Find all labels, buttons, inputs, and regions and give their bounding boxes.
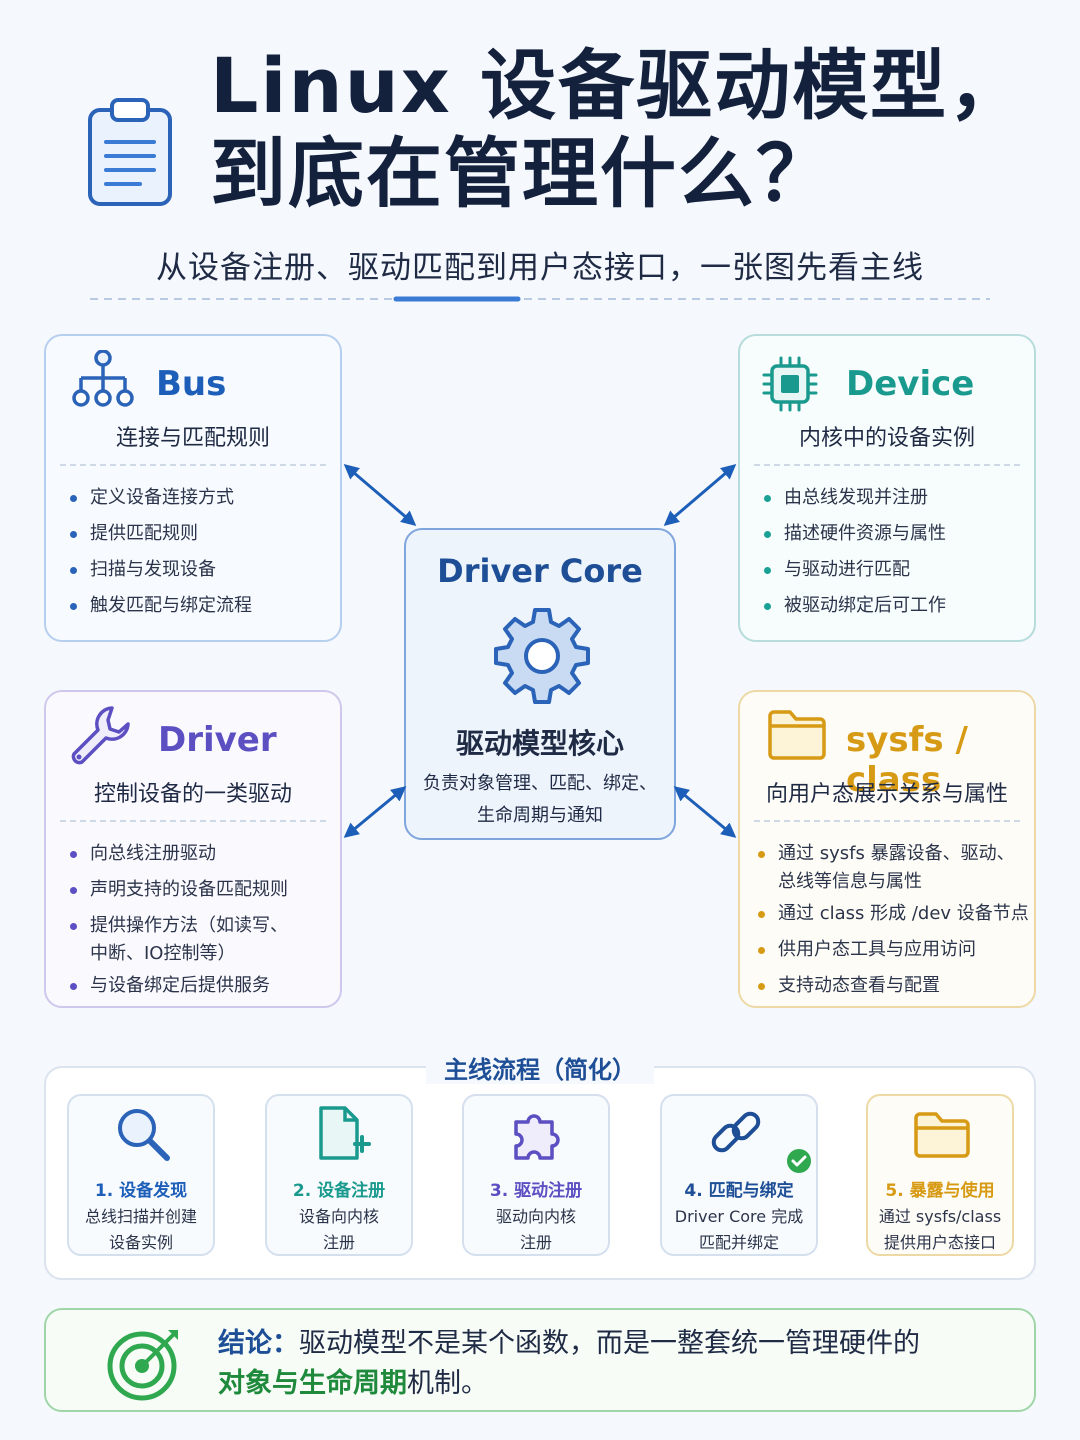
search-icon [118, 1109, 170, 1161]
step-desc: 驱动向内核 注册 [468, 1204, 604, 1256]
page-subtitle: 从设备注册、驱动匹配到用户态接口，一张图先看主线 [156, 250, 924, 286]
driver-divider [60, 820, 326, 822]
driver-list: 向总线注册驱动 声明支持的设备匹配规则 提供操作方法（如读写、 中断、IO控制等… [68, 842, 288, 1010]
list-item: 供用户态工具与应用访问 [756, 938, 1029, 962]
step-desc: 设备向内核 注册 [271, 1204, 407, 1256]
step-desc: 通过 sysfs/class 提供用户态接口 [872, 1204, 1008, 1256]
arrow-device-core [663, 464, 737, 526]
list-item: 定义设备连接方式 [68, 486, 252, 510]
conclusion-panel: 结论：驱动模型不是某个函数，而是一整套统一管理硬件的 对象与生命周期机制。 [44, 1308, 1036, 1412]
check-icon [787, 1149, 811, 1173]
step-desc: 总线扫描并创建 设备实例 [73, 1204, 209, 1256]
step-desc-line-2: 注册 [519, 1233, 552, 1252]
list-item: 与设备绑定后提供服务 [68, 974, 288, 998]
step-desc-line-2: 提供用户态接口 [883, 1233, 996, 1252]
title-line-1: Linux 设备驱动模型， [210, 41, 1027, 130]
flow-step-5: 5. 暴露与使用 通过 sysfs/class 提供用户态接口 [866, 1094, 1014, 1256]
core-body-line-1: 负责对象管理、匹配、绑定、 [423, 773, 657, 794]
folder-icon [914, 1112, 970, 1158]
driver-desc: 控制设备的一类驱动 [93, 782, 292, 807]
flow-step-4: 4. 匹配与绑定 Driver Core 完成 匹配并绑定 [660, 1094, 818, 1256]
conclusion-text-2: 机制。 [407, 1368, 488, 1399]
sysfs-card: sysfs / class 向用户态展示关系与属性 通过 sysfs 暴露设备、… [738, 690, 1036, 1008]
file-add-icon [319, 1106, 371, 1160]
list-item: 描述硬件资源与属性 [762, 522, 946, 546]
device-card: Device 内核中的设备实例 由总线发现并注册 描述硬件资源与属性 与驱动进行… [738, 334, 1036, 642]
hierarchy-icon [72, 350, 134, 407]
arrow-bus-core [343, 464, 417, 526]
device-title: Device [846, 364, 975, 404]
clipboard-icon [88, 98, 172, 206]
step-desc-line-2: 注册 [322, 1233, 355, 1252]
sysfs-title: sysfs / class [846, 720, 968, 800]
list-item: 向总线注册驱动 [68, 842, 288, 866]
subtitle-divider [90, 296, 990, 302]
step-desc-line-1: 总线扫描并创建 [84, 1207, 197, 1226]
folder-icon [768, 710, 826, 760]
list-item: 触发匹配与绑定流程 [68, 594, 252, 618]
step-label: 1. 设备发现 [94, 1181, 188, 1201]
step-desc-line-2: 设备实例 [108, 1233, 173, 1252]
step-label: 2. 设备注册 [292, 1181, 386, 1201]
link-icon [711, 1111, 761, 1153]
conclusion-lead: 结论： [218, 1328, 299, 1359]
step-desc-line-1: 设备向内核 [298, 1207, 379, 1226]
core-body-line-2: 生命周期与通知 [477, 805, 603, 826]
step-desc-line-1: 通过 sysfs/class [878, 1207, 1002, 1226]
puzzle-icon [514, 1114, 560, 1160]
conclusion-highlight: 对象与生命周期 [218, 1368, 407, 1399]
driver-core-card: Driver Core 驱动模型核心 负责对象管理、匹配、绑定、 生命周期与通知 [404, 528, 676, 840]
step-desc-line-1: Driver Core 完成 [674, 1207, 804, 1226]
list-item: 被驱动绑定后可工作 [762, 594, 946, 618]
core-subtitle: 驱动模型核心 [455, 727, 624, 760]
bus-desc: 连接与匹配规则 [115, 426, 270, 451]
flow-step-3: 3. 驱动注册 驱动向内核 注册 [462, 1094, 610, 1256]
sysfs-list: 通过 sysfs 暴露设备、驱动、 总线等信息与属性 通过 class 形成 /… [756, 842, 1029, 1010]
list-item: 与驱动进行匹配 [762, 558, 946, 582]
conclusion-text: 结论：驱动模型不是某个函数，而是一整套统一管理硬件的 对象与生命周期机制。 [218, 1324, 920, 1404]
driver-title: Driver [158, 720, 277, 760]
list-item: 支持动态查看与配置 [756, 974, 1029, 998]
step-desc-line-2: 匹配并绑定 [698, 1233, 779, 1252]
core-body: 负责对象管理、匹配、绑定、 生命周期与通知 [418, 768, 662, 832]
bus-divider [60, 464, 326, 466]
list-item-continuation: 中断、IO控制等） [90, 943, 236, 964]
list-item: 由总线发现并注册 [762, 486, 946, 510]
flow-title-text: 主线流程（简化） [426, 1056, 654, 1084]
sysfs-desc: 向用户态展示关系与属性 [765, 782, 1008, 807]
core-title: Driver Core [437, 552, 643, 590]
sysfs-divider [754, 820, 1020, 822]
chip-icon [762, 356, 818, 412]
list-item: 通过 class 形成 /dev 设备节点 [756, 902, 1029, 926]
arrow-sysfs-core [673, 786, 737, 838]
bus-title: Bus [156, 364, 227, 404]
step-desc: Driver Core 完成 匹配并绑定 [666, 1204, 812, 1256]
flow-title: 主线流程（简化） [0, 1050, 1080, 1085]
step-desc-line-1: 驱动向内核 [495, 1207, 576, 1226]
arrow-driver-core [343, 786, 407, 838]
flow-step-2: 2. 设备注册 设备向内核 注册 [265, 1094, 413, 1256]
step-label: 4. 匹配与绑定 [684, 1181, 794, 1201]
gear-icon [494, 608, 590, 704]
page-title: Linux 设备驱动模型， 到底在管理什么？ [210, 42, 1026, 218]
title-line-2: 到底在管理什么？ [210, 129, 834, 218]
list-item: 扫描与发现设备 [68, 558, 252, 582]
driver-card: Driver 控制设备的一类驱动 向总线注册驱动 声明支持的设备匹配规则 提供操… [44, 690, 342, 1008]
list-item: 通过 sysfs 暴露设备、驱动、 [756, 842, 1029, 866]
list-item-continuation: 总线等信息与属性 [778, 871, 922, 892]
list-item: 提供匹配规则 [68, 522, 252, 546]
wrench-icon [71, 706, 130, 765]
conclusion-text-1: 驱动模型不是某个函数，而是一整套统一管理硬件的 [299, 1328, 920, 1359]
device-desc: 内核中的设备实例 [798, 426, 975, 451]
flow-step-1: 1. 设备发现 总线扫描并创建 设备实例 [67, 1094, 215, 1256]
step-label: 5. 暴露与使用 [885, 1181, 995, 1201]
list-item: 提供操作方法（如读写、 [68, 914, 288, 938]
bus-list: 定义设备连接方式 提供匹配规则 扫描与发现设备 触发匹配与绑定流程 [68, 486, 252, 630]
bus-card: Bus 连接与匹配规则 定义设备连接方式 提供匹配规则 扫描与发现设备 触发匹配… [44, 334, 342, 642]
device-list: 由总线发现并注册 描述硬件资源与属性 与驱动进行匹配 被驱动绑定后可工作 [762, 486, 946, 630]
device-divider [754, 464, 1020, 466]
target-icon [107, 1330, 178, 1401]
list-item: 声明支持的设备匹配规则 [68, 878, 288, 902]
step-label: 3. 驱动注册 [489, 1181, 583, 1201]
